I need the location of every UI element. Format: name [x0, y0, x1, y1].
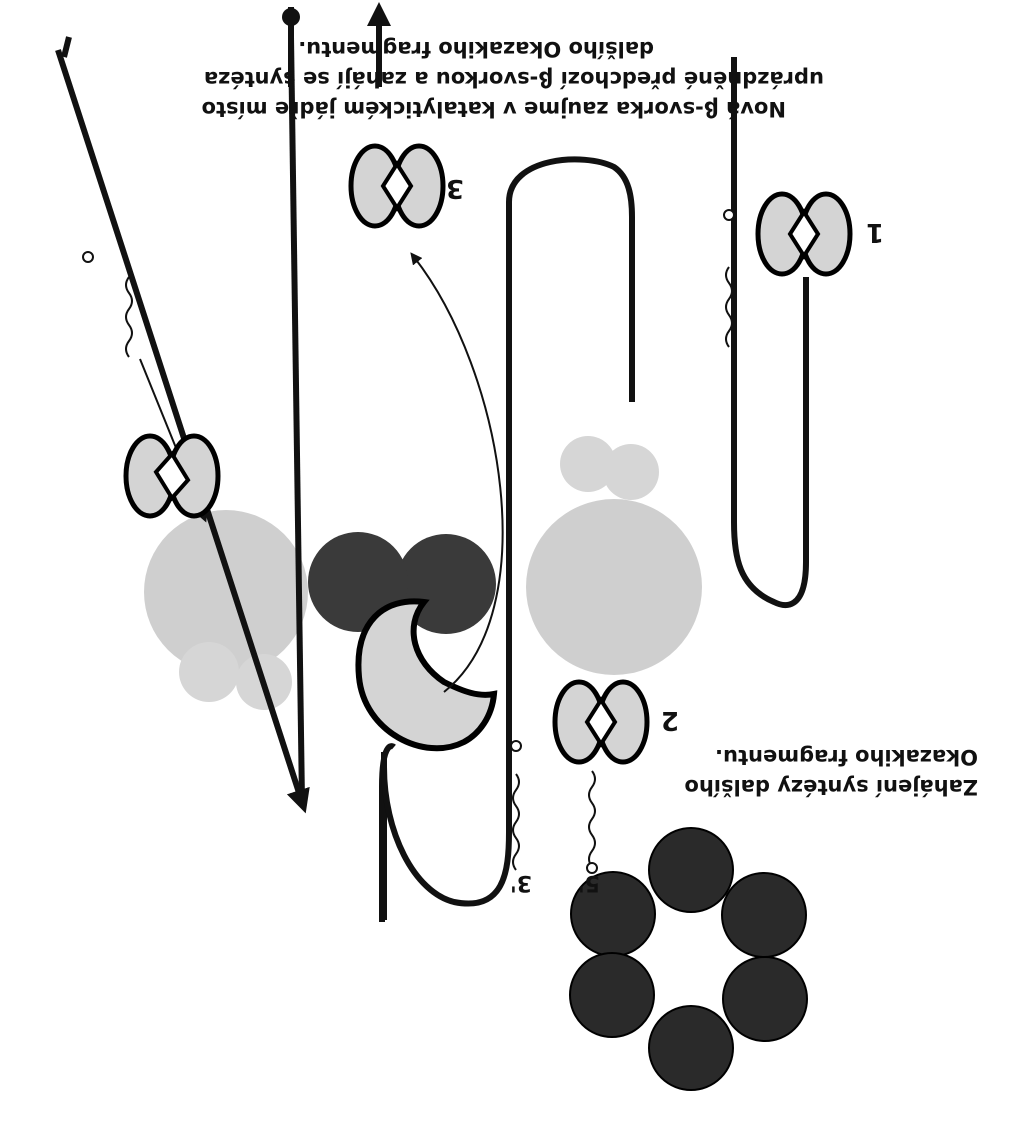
- clamp-loader-crescent: [355, 598, 498, 752]
- caption-top-line3: dalšího Okazakiho fragmentu.: [298, 37, 654, 61]
- caption-top-line2: uprázdněné předchozí β-svorkou a zahájí …: [204, 67, 824, 91]
- label-5prime: 5': [578, 870, 600, 895]
- lagging-strand: [282, 1, 809, 922]
- beta-clamp-2: [552, 679, 650, 765]
- primers: [82, 209, 735, 874]
- beta-clamp-leading: [123, 433, 221, 519]
- recycling-arrow: [410, 252, 504, 693]
- leading-strand: [55, 36, 310, 814]
- label-step-1: 1: [866, 217, 884, 247]
- label-3prime: 3': [510, 870, 532, 895]
- caption-step2-line1: Zahájení syntézy dalšího: [684, 775, 978, 799]
- polymerase-core: [144, 436, 702, 710]
- caption-step2-line2: Okazakiho fragmentu.: [715, 745, 978, 769]
- label-step-2: 2: [661, 705, 679, 735]
- beta-clamp-1: [755, 191, 853, 277]
- caption-top-line1: Nová β-svorka zaujme v katalytickém jádř…: [202, 97, 786, 121]
- helicase-ring: [569, 827, 808, 1091]
- beta-clamp-3: [348, 143, 446, 229]
- label-step-3: 3: [446, 173, 464, 203]
